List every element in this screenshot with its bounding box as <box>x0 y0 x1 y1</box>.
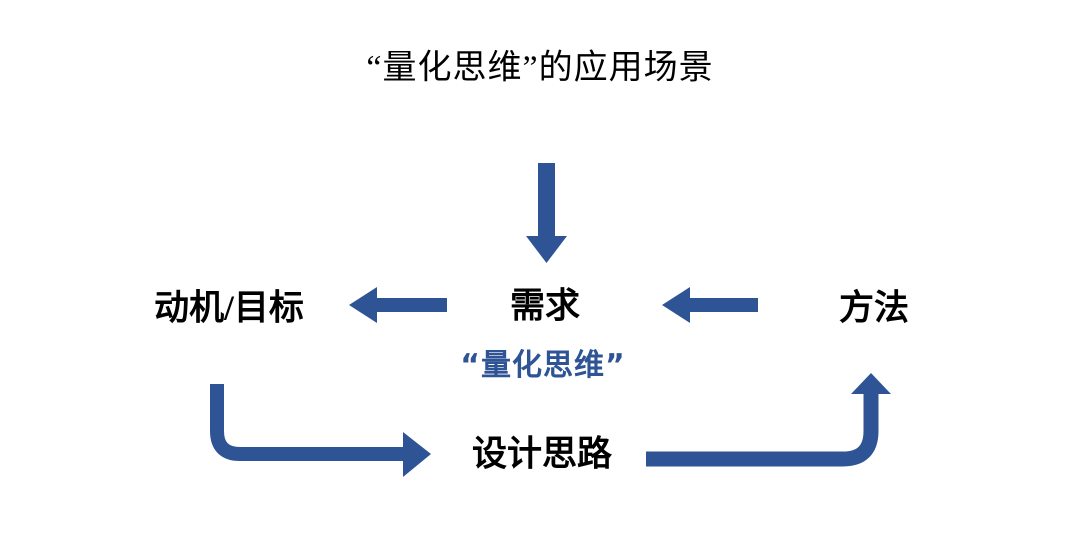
arrow-left-method-to-demand-icon <box>662 287 758 323</box>
node-design-approach: 设计思路 <box>471 434 613 474</box>
node-demand: 需求 <box>509 286 581 326</box>
node-motivation-goal: 动机/目标 <box>154 288 304 328</box>
arrow-elbow-design-to-method-icon <box>646 373 891 467</box>
arrow-down-icon <box>526 163 567 263</box>
arrow-left-demand-to-motivation-icon <box>349 287 447 323</box>
node-method: 方法 <box>838 288 910 328</box>
node-quantitative-thinking: “量化思维” <box>460 348 626 383</box>
arrow-elbow-motivation-to-design-icon <box>210 384 431 477</box>
page-title: “量化思维”的应用场景 <box>366 49 714 87</box>
